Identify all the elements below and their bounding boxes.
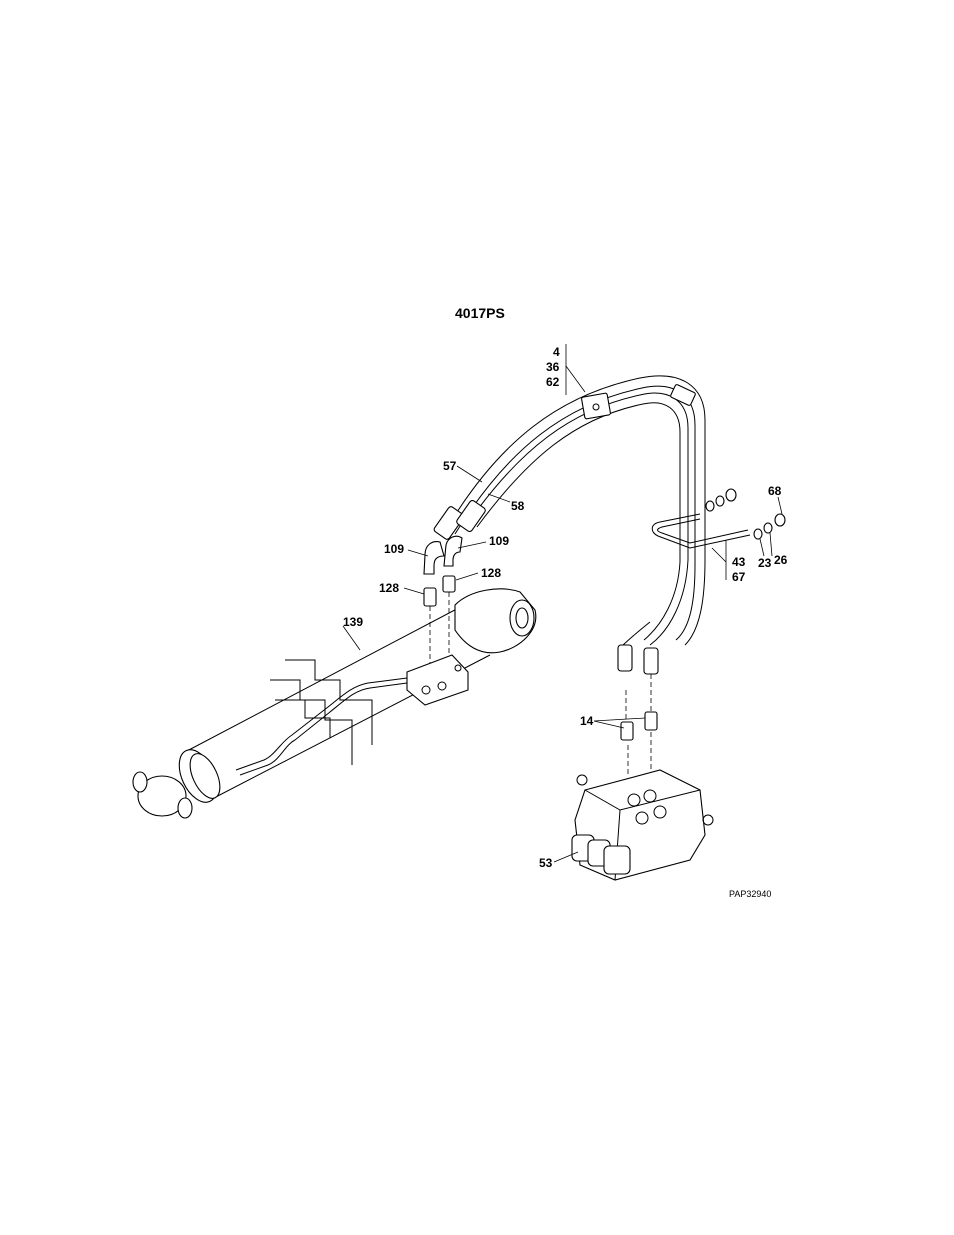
callout-68: 68 <box>768 484 782 498</box>
callout-109-right: 109 <box>489 534 509 548</box>
callout-36: 36 <box>546 360 560 374</box>
callout-128-left: 128 <box>379 581 399 595</box>
tube-assembly <box>651 488 786 549</box>
callout-109-left: 109 <box>384 542 404 556</box>
callout-53: 53 <box>539 856 553 870</box>
callout-57: 57 <box>443 459 457 473</box>
callout-4: 4 <box>553 345 560 359</box>
callout-labels: 4 36 62 57 58 68 109 109 128 128 43 67 2… <box>343 345 788 870</box>
cylinder <box>132 588 537 819</box>
control-valve <box>571 769 714 881</box>
callout-26: 26 <box>774 553 788 567</box>
callout-62: 62 <box>546 375 560 389</box>
diagram-title: 4017PS <box>455 305 505 321</box>
callout-23: 23 <box>758 556 772 570</box>
callout-67: 67 <box>732 570 746 584</box>
fittings-109-128 <box>423 535 652 775</box>
hose-assembly <box>433 375 706 675</box>
reference-code: PAP32940 <box>729 889 771 899</box>
callout-43: 43 <box>732 555 746 569</box>
callout-139: 139 <box>343 615 363 629</box>
callout-58: 58 <box>511 499 525 513</box>
leader-lines <box>342 344 783 863</box>
port-adapters-14 <box>620 711 658 741</box>
callout-14: 14 <box>580 714 594 728</box>
callout-128-right: 128 <box>481 566 501 580</box>
